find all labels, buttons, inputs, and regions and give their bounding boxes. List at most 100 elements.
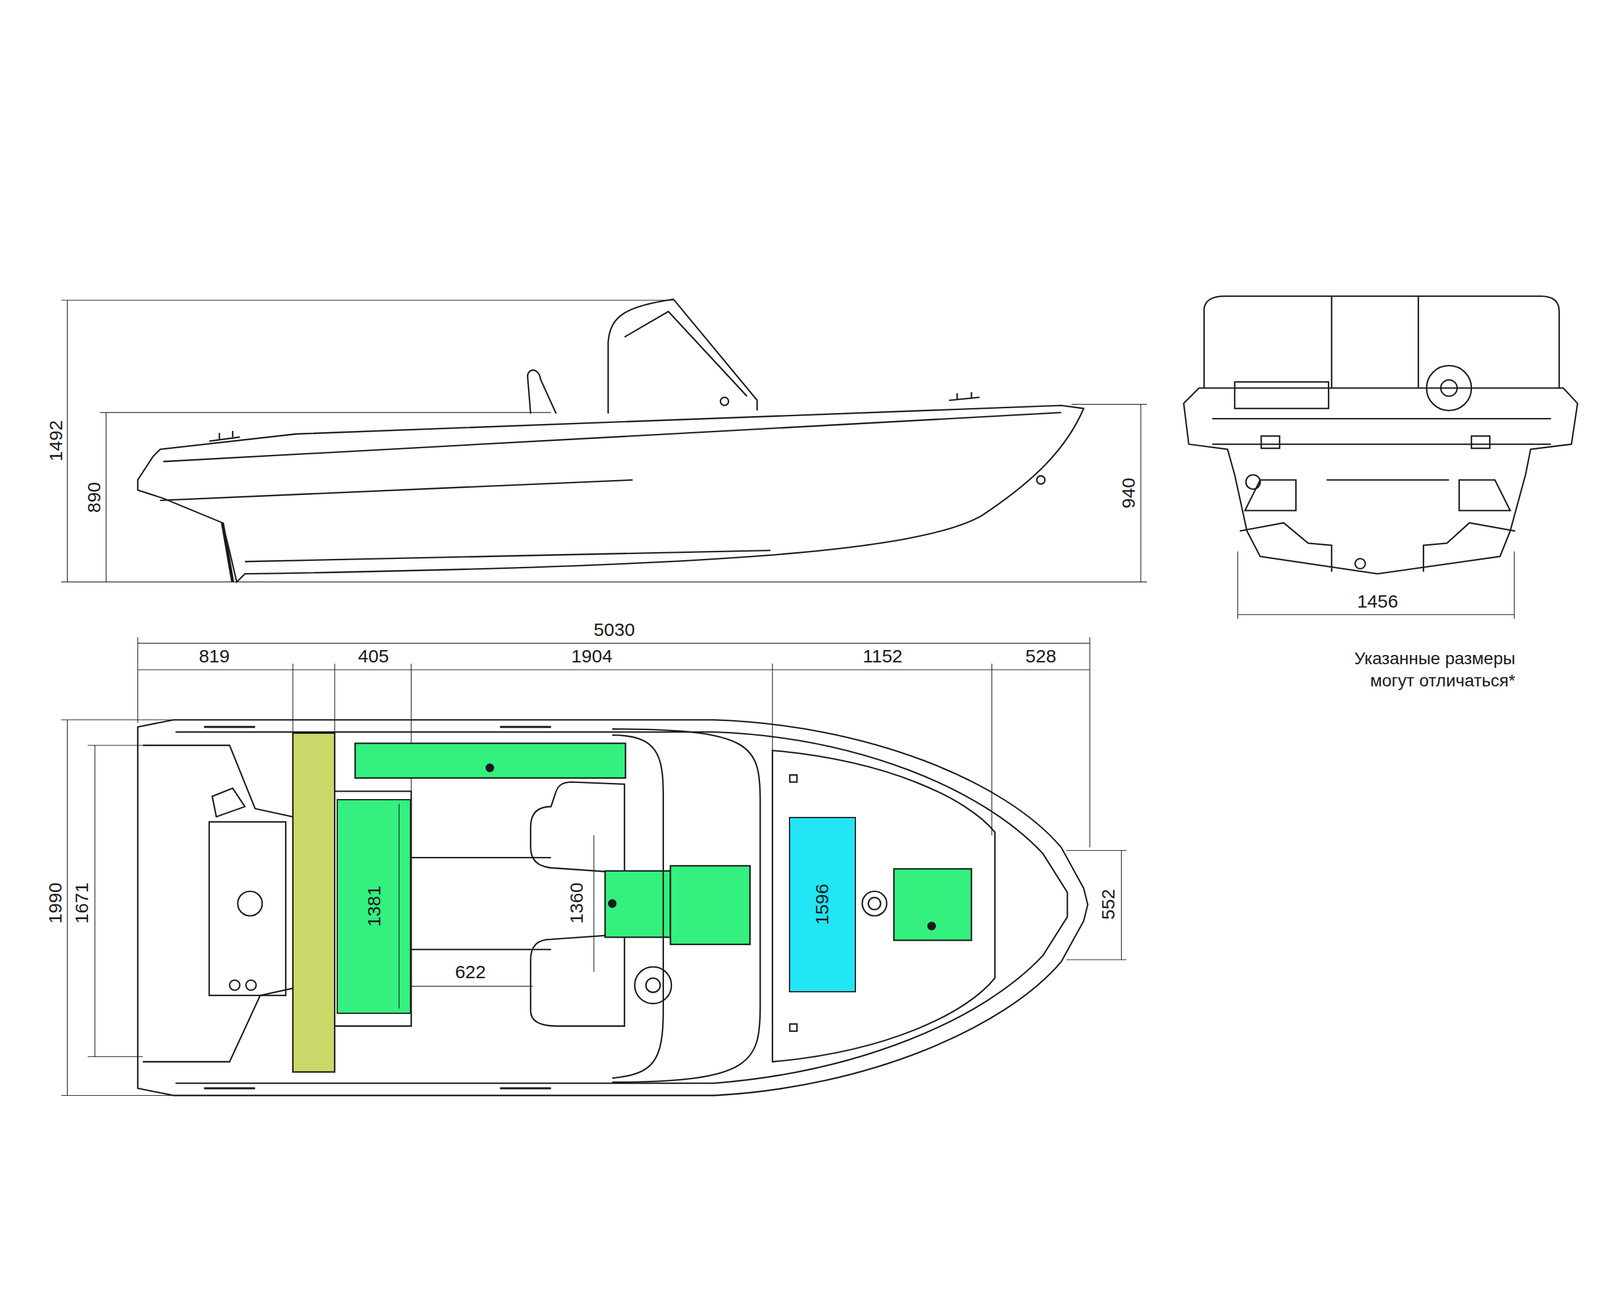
chine-line xyxy=(160,480,633,501)
side-view xyxy=(137,299,1084,582)
deck-line xyxy=(1212,418,1552,444)
drain xyxy=(237,891,263,916)
fitting xyxy=(229,979,240,991)
floor-line xyxy=(411,857,551,949)
deck-pad xyxy=(604,870,671,938)
rail-fitting xyxy=(204,726,552,1088)
steering-wheel xyxy=(646,977,661,992)
deck-pad xyxy=(670,865,750,944)
hull-panel xyxy=(1240,522,1516,572)
rear-view xyxy=(1183,296,1578,574)
dimension-label: 1152 xyxy=(862,646,903,666)
fastener xyxy=(928,921,936,930)
bench-outline xyxy=(334,790,412,1026)
steering-wheel xyxy=(1440,379,1458,397)
extension-line xyxy=(1513,551,1515,619)
extension-line xyxy=(60,1094,176,1096)
dimension-line xyxy=(398,803,400,1008)
hatch xyxy=(868,897,881,910)
drain-plug xyxy=(1355,558,1366,569)
fitting xyxy=(720,396,729,405)
hull-outline xyxy=(137,719,1088,1095)
vent xyxy=(1260,435,1280,448)
dimension-line xyxy=(67,719,68,1095)
steering-wheel xyxy=(634,966,672,1004)
transom-edge xyxy=(222,522,233,582)
console-inner xyxy=(612,734,664,1078)
plan-view xyxy=(137,719,1088,1095)
note-text: Указанные размеры могут отличаться* xyxy=(1330,646,1516,692)
dimension-label: 1596 xyxy=(812,883,832,925)
windshield-frame xyxy=(624,311,748,397)
dimension-line xyxy=(411,985,533,986)
deck-pad xyxy=(894,868,972,940)
bow-deck xyxy=(772,750,995,1062)
dimension-label: 940 xyxy=(1119,477,1138,509)
dimension-line xyxy=(105,412,107,582)
dimension-label: 1904 xyxy=(571,646,613,666)
gunwale xyxy=(175,731,1068,1083)
extension-line xyxy=(60,581,1147,583)
extension-line xyxy=(60,719,176,720)
steering-wheel xyxy=(1426,365,1472,411)
dimension-label: 528 xyxy=(1025,646,1056,666)
hull-outline xyxy=(137,405,1084,583)
dimension-label: 1671 xyxy=(72,882,92,924)
dimension-label: 1360 xyxy=(567,882,586,924)
dimension-lines xyxy=(60,300,1514,1096)
extension-line xyxy=(1237,551,1239,619)
windshield xyxy=(608,299,757,414)
hull-outline xyxy=(1183,387,1578,574)
extension-line xyxy=(772,663,773,756)
extension-line xyxy=(991,663,992,836)
extension-line xyxy=(1071,403,1148,405)
fitting xyxy=(246,979,257,991)
seat xyxy=(530,781,625,873)
bow-eye xyxy=(1036,475,1045,484)
fastener xyxy=(608,899,616,908)
seat xyxy=(530,934,625,1026)
fitting xyxy=(789,774,797,783)
dimension-label: 1456 xyxy=(1356,592,1399,611)
seat xyxy=(527,369,556,414)
extension-line xyxy=(1066,849,1127,851)
dimension-line xyxy=(137,668,1090,670)
rub-rail xyxy=(163,412,1061,462)
windshield xyxy=(612,728,760,1082)
extension-line xyxy=(88,744,144,746)
dimension-label: 819 xyxy=(198,646,230,666)
transom-bench xyxy=(292,732,335,1072)
extension-line xyxy=(100,412,552,413)
transom-line xyxy=(1326,478,1450,480)
windshield xyxy=(1204,296,1560,388)
fitting xyxy=(789,1023,797,1031)
hull-panel xyxy=(1244,480,1511,511)
fitting xyxy=(212,787,245,816)
dimension-line xyxy=(137,642,1090,644)
hatch xyxy=(862,891,887,916)
dimension-label: 5030 xyxy=(593,620,636,639)
extension-line xyxy=(292,663,293,733)
motor-well xyxy=(209,821,286,996)
dimension-label: 552 xyxy=(1099,888,1118,920)
extension-line xyxy=(334,663,335,733)
dimension-label: 1492 xyxy=(46,420,66,462)
cleat xyxy=(948,392,980,400)
dimension-line xyxy=(1237,614,1514,615)
seat xyxy=(1234,381,1329,408)
extension-line xyxy=(1089,636,1090,848)
dimension-line xyxy=(94,745,96,1057)
deck-pad: 1596 xyxy=(788,816,856,992)
extension-line xyxy=(137,636,138,723)
chine-line xyxy=(244,550,771,562)
dimension-label: 890 xyxy=(84,481,104,512)
windshield-frame xyxy=(1331,296,1419,388)
dimension-line xyxy=(593,835,594,972)
dimension-label: 405 xyxy=(358,646,389,666)
deck-pad xyxy=(355,742,626,778)
dimension-label: 622 xyxy=(454,962,486,981)
dimension-line xyxy=(1121,850,1122,960)
dimension-line xyxy=(67,300,68,583)
dimension-line xyxy=(1140,404,1141,583)
fastener xyxy=(486,763,494,772)
